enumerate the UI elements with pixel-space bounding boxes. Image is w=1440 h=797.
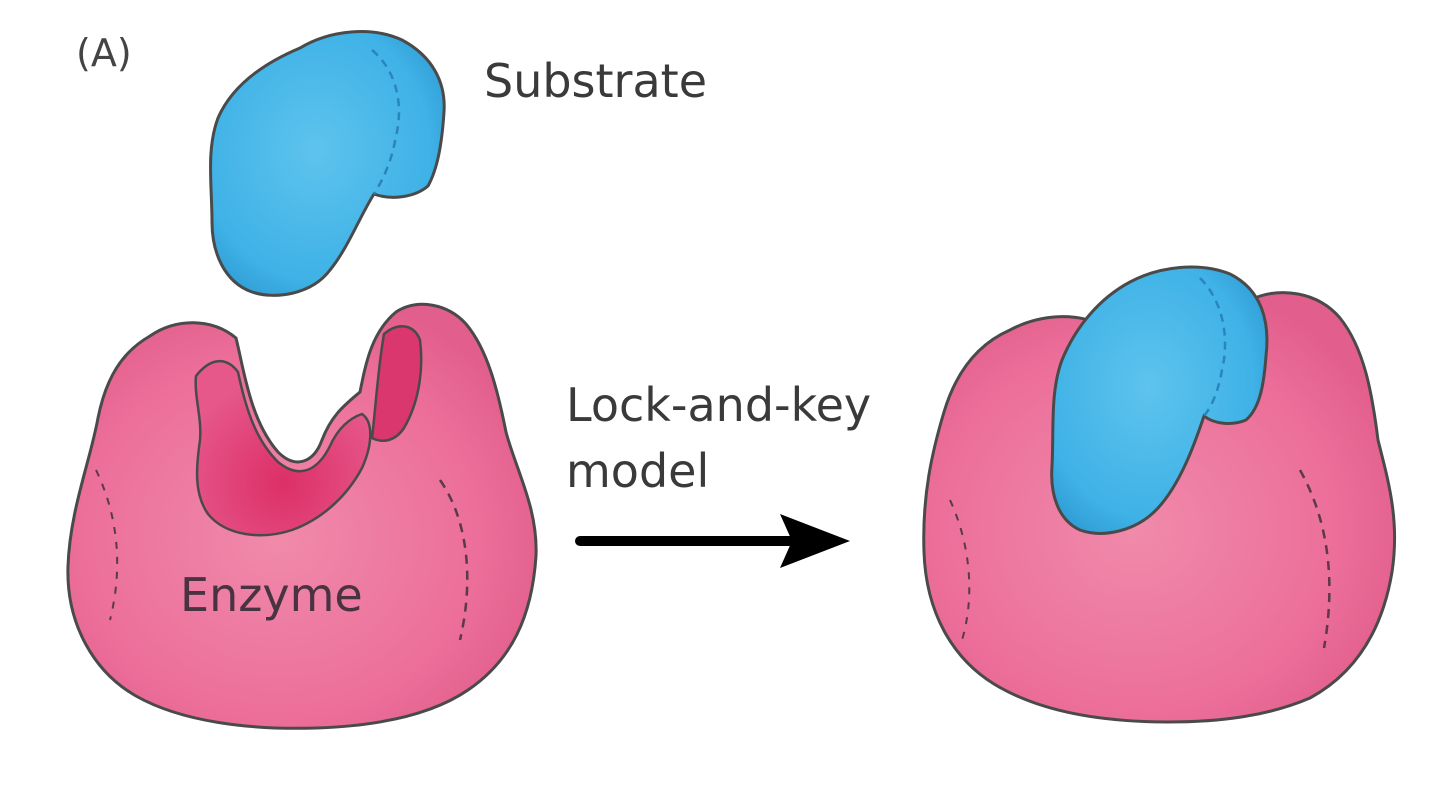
enzyme-contour-line xyxy=(438,479,469,641)
model-label-line-1: Lock-and-key xyxy=(566,378,872,432)
complex-substrate xyxy=(1050,265,1269,535)
substrate-body xyxy=(209,30,446,297)
complex-substrate-fold-line xyxy=(1199,277,1227,417)
substrate-label: Substrate xyxy=(484,54,707,108)
model-label: Lock-and-key model xyxy=(566,372,871,504)
enzyme-cleft-wall xyxy=(370,325,423,442)
free-substrate xyxy=(209,30,446,297)
complex-contour-line xyxy=(949,499,971,641)
enzyme-substrate-complex xyxy=(922,265,1397,724)
free-enzyme xyxy=(66,302,538,730)
enzyme-active-site xyxy=(194,360,372,537)
right-arrow-icon xyxy=(575,514,850,568)
enzyme-contour-line xyxy=(95,469,119,621)
panel-label: (A) xyxy=(76,31,132,75)
enzyme-label: Enzyme xyxy=(180,568,363,622)
complex-contour-line xyxy=(1298,469,1331,649)
model-label-line-2: model xyxy=(566,444,710,498)
